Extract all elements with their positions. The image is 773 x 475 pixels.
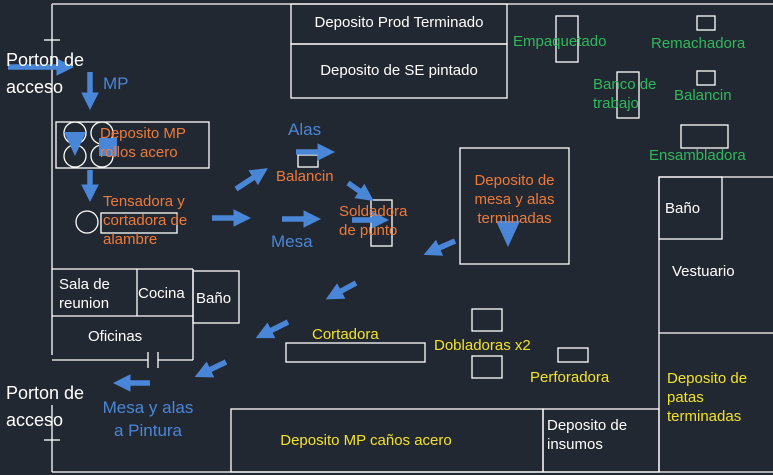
roll-marker-triangle bbox=[64, 132, 86, 156]
balancin-label: Balancin bbox=[276, 168, 334, 185]
deposito-patas-label: Deposito de patas terminadas bbox=[667, 370, 748, 425]
mp-label: MP bbox=[103, 74, 129, 93]
porton-acceso-bottom-label[interactable]: Porton de acceso bbox=[6, 383, 85, 430]
banco-trabajo-table bbox=[616, 71, 640, 119]
dobladoras-label: Dobladoras x2 bbox=[434, 337, 531, 354]
porton-acceso-top-label[interactable]: Porton de acceso bbox=[6, 50, 85, 97]
mesa-label: Mesa bbox=[271, 232, 313, 251]
balancin-2-label: Balancin bbox=[674, 87, 732, 104]
deposito-mp-canos-label: Deposito MP caños acero bbox=[280, 432, 452, 449]
deposito-insumos-room bbox=[542, 408, 660, 473]
ensambladora-label: Ensambladora bbox=[649, 147, 746, 164]
flow-arrow bbox=[325, 280, 358, 300]
deposito-prod-terminado-label: Deposito Prod Terminado bbox=[314, 14, 484, 31]
bano-right-label: Baño bbox=[665, 200, 701, 217]
empaquetado-table bbox=[555, 15, 579, 63]
perforadora-label: Perforadora bbox=[530, 369, 610, 386]
flow-arrow bbox=[423, 238, 457, 256]
balancin-2-machine bbox=[696, 70, 716, 86]
deposito-se-pintado-room bbox=[290, 43, 508, 99]
vestuario-label: Vestuario bbox=[672, 263, 735, 280]
flow-arrow bbox=[234, 168, 268, 192]
deposito-mp-rollos-label: Deposito MP rollos acero bbox=[100, 125, 186, 161]
cortadora-machine bbox=[285, 342, 426, 363]
bano-left-room bbox=[192, 270, 240, 324]
deposito-se-pintado-label: Deposito de SE pintado bbox=[320, 62, 478, 79]
dobladora-machine bbox=[471, 355, 503, 379]
flow-arrow bbox=[346, 180, 374, 202]
storage-marker-triangle bbox=[496, 221, 520, 247]
bano-left-label: Baño bbox=[196, 290, 232, 307]
perforadora-machine bbox=[557, 347, 589, 363]
deposito-mp-rollos-room bbox=[55, 121, 210, 169]
tensadora-label: Tensadora y cortadora de alambre bbox=[103, 193, 188, 248]
oficinas-label: Oficinas bbox=[88, 328, 143, 345]
sala-reunion-label: Sala de reunion bbox=[59, 276, 110, 312]
cortadora-label: Cortadora bbox=[312, 326, 379, 343]
roll-marker-square bbox=[99, 138, 117, 156]
banco-trabajo-label: Banco de trabajo bbox=[593, 76, 657, 112]
alas-label: Alas bbox=[288, 120, 322, 139]
deposito-mesa-alas-room bbox=[459, 147, 570, 265]
remachadora-machine bbox=[696, 15, 716, 31]
remachadora-label: Remachadora bbox=[651, 35, 746, 52]
cocina-label: Cocina bbox=[138, 285, 185, 302]
soldadora-label: Soldadora de punto bbox=[339, 203, 408, 239]
deposito-insumos-label: Deposito de insumos bbox=[547, 417, 628, 453]
ensambladora-machine bbox=[680, 124, 729, 149]
mesa-alas-pintura-label: Mesa y alas a Pintura bbox=[102, 398, 194, 440]
deposito-mesa-alas-label: Deposito de mesa y alas terminadas bbox=[474, 172, 555, 227]
balancin-machine bbox=[297, 154, 319, 168]
soldadora-machine bbox=[370, 199, 393, 247]
wire-roll bbox=[75, 210, 99, 234]
flow-arrow bbox=[194, 359, 228, 378]
tensadora-machine bbox=[100, 212, 178, 234]
flow-arrow bbox=[255, 319, 290, 339]
empaquetado-label: Empaquetado bbox=[513, 33, 607, 50]
dobladora-machine bbox=[471, 308, 503, 332]
